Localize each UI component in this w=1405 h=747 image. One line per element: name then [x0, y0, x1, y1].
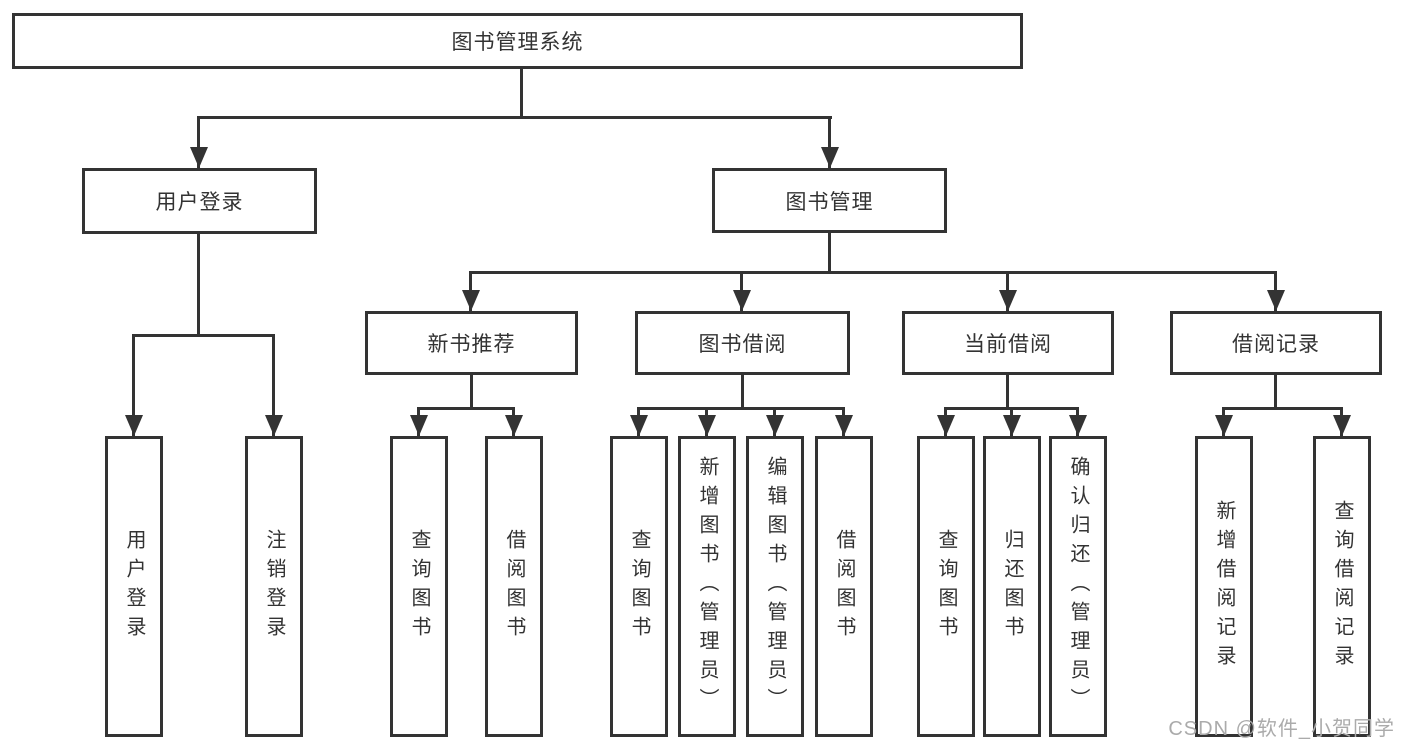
arrow-down-icon [125, 415, 143, 436]
connector-drop [272, 334, 275, 436]
leaf-confirm-return-admin: 确认归还（管理员） [1049, 436, 1107, 737]
arrow-down-icon [999, 290, 1017, 311]
connector-drop [828, 116, 831, 168]
connector-stem [470, 375, 473, 409]
arrow-down-icon [766, 415, 784, 436]
node-user-login: 用户登录 [82, 168, 317, 234]
node-borrowing-records: 借阅记录 [1170, 311, 1382, 375]
connector-rail [471, 271, 1277, 274]
arrow-down-icon [1333, 415, 1351, 436]
arrow-down-icon [190, 147, 208, 168]
node-library-system: 图书管理系统 [12, 13, 1023, 69]
arrow-down-icon [835, 415, 853, 436]
watermark: CSDN @软件_小贺同学 [1168, 718, 1395, 740]
leaf-add-borrow-record: 新增借阅记录 [1195, 436, 1253, 737]
connector-drop [132, 334, 135, 436]
connector-stem [828, 233, 831, 273]
arrow-down-icon [733, 290, 751, 311]
leaf-edit-book-admin: 编辑图书（管理员） [746, 436, 804, 737]
arrow-down-icon [698, 415, 716, 436]
leaf-add-book-admin: 新增图书（管理员） [678, 436, 736, 737]
leaf-search-borrow-record: 查询借阅记录 [1313, 436, 1371, 737]
leaf-search-books-borrowing: 查询图书 [610, 436, 668, 737]
leaf-search-books-current: 查询图书 [917, 436, 975, 737]
leaf-borrow-books-borrowing: 借阅图书 [815, 436, 873, 737]
arrow-down-icon [1267, 290, 1285, 311]
arrow-down-icon [821, 147, 839, 168]
arrow-down-icon [1003, 415, 1021, 436]
connector-stem [1274, 375, 1277, 409]
connector-stem [1006, 375, 1009, 409]
arrow-down-icon [630, 415, 648, 436]
leaf-search-books-recommend: 查询图书 [390, 436, 448, 737]
connector-rail [639, 407, 844, 410]
leaf-borrow-books-recommend: 借阅图书 [485, 436, 543, 737]
arrow-down-icon [937, 415, 955, 436]
arrow-down-icon [1069, 415, 1087, 436]
arrow-down-icon [265, 415, 283, 436]
node-current-borrowing: 当前借阅 [902, 311, 1114, 375]
node-book-management: 图书管理 [712, 168, 947, 233]
connector-stem [741, 375, 744, 409]
arrow-down-icon [505, 415, 523, 436]
connector-rail [198, 116, 832, 119]
leaf-return-books: 归还图书 [983, 436, 1041, 737]
connector-rail [1224, 407, 1342, 410]
node-new-book-recommendation: 新书推荐 [365, 311, 578, 375]
node-book-borrowing: 图书借阅 [635, 311, 850, 375]
arrow-down-icon [1215, 415, 1233, 436]
arrow-down-icon [410, 415, 428, 436]
connector-rail [134, 334, 274, 337]
leaf-user-login: 用户登录 [105, 436, 163, 737]
arrow-down-icon [462, 290, 480, 311]
leaf-logout: 注销登录 [245, 436, 303, 737]
connector-stem [197, 234, 200, 335]
connector-stem [520, 69, 523, 118]
connector-drop [197, 116, 200, 168]
connector-rail [419, 407, 514, 410]
